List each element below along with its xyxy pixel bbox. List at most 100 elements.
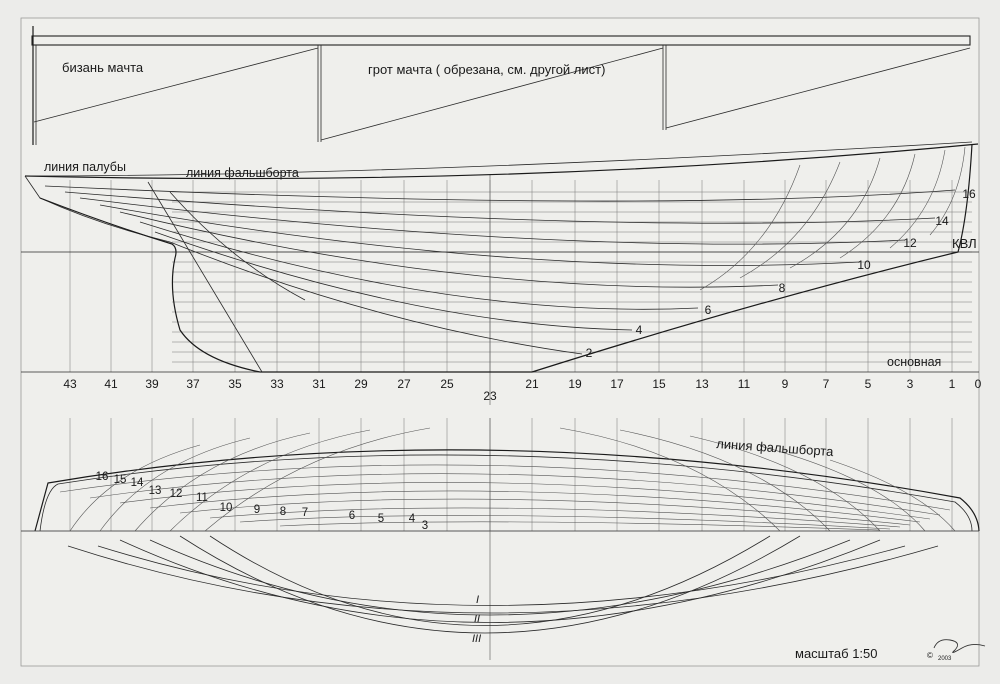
plan-waterline-number: 10 <box>220 502 233 514</box>
station-number: 29 <box>354 377 368 391</box>
station-number: 9 <box>782 377 789 391</box>
station-number: 3 <box>907 377 914 391</box>
plan-waterline-number: 8 <box>280 506 286 518</box>
section-curves <box>699 146 966 291</box>
profile-waterline-number: 2 <box>586 346 593 360</box>
station-number: 41 <box>104 377 118 391</box>
waterline-label: КВЛ <box>952 236 977 251</box>
plan-section <box>204 427 431 532</box>
profile-waterline-number: 14 <box>935 214 949 228</box>
plan-waterline-number: 6 <box>349 510 355 522</box>
plan-section <box>99 437 251 532</box>
signature-mark <box>933 639 986 653</box>
plan-wl <box>119 482 931 520</box>
station-number: 43 <box>63 377 77 391</box>
wl-4 <box>154 231 633 331</box>
section-curve <box>699 164 801 291</box>
profile-waterline-number: 8 <box>779 281 786 295</box>
plan-waterline-number: 5 <box>378 513 384 525</box>
signature-copyright: © <box>927 651 933 660</box>
station-number: 25 <box>440 377 454 391</box>
station-number: 35 <box>228 377 242 391</box>
bulwark-line-label: линия фальшборта <box>186 166 299 180</box>
plan-waterline-number: 13 <box>149 485 162 497</box>
plan-waterline-number: 14 <box>131 477 144 489</box>
diagonal-1 <box>147 181 263 373</box>
signature-year: 2003 <box>938 656 952 662</box>
plan-waterline-number: 3 <box>422 520 428 532</box>
arc-iii-outer <box>179 535 801 634</box>
plan-waterline-number: 11 <box>196 492 208 504</box>
arc-i-outer <box>67 545 939 614</box>
plan-waterline-number: 9 <box>254 504 260 516</box>
mast-section: бизань мачта грот мачта ( обрезана, см. … <box>31 26 971 145</box>
station-number: 19 <box>568 377 582 391</box>
plan-section <box>69 444 201 532</box>
plan-waterline-number: 4 <box>409 513 416 525</box>
section-numeral-iii: III <box>472 633 481 645</box>
section-curve <box>789 157 881 269</box>
wl-2 <box>169 241 583 355</box>
plan-section <box>689 435 881 532</box>
wl-16 <box>44 185 956 202</box>
plan-wl <box>279 521 881 531</box>
plan-wl <box>149 490 921 523</box>
deck-edge-plan <box>39 454 973 532</box>
station-number: 17 <box>610 377 624 391</box>
profile-waterline-number: 10 <box>857 258 871 272</box>
mast-beam <box>31 35 971 46</box>
profile-view: линия палубы линия фальшборта КВЛ основн… <box>21 141 982 405</box>
plan-section <box>169 429 371 532</box>
station-number: 21 <box>525 377 539 391</box>
hull-outline <box>39 143 973 373</box>
plan-waterline-number: 15 <box>114 474 127 486</box>
station-number: 11 <box>738 377 751 391</box>
main-boom <box>320 47 664 141</box>
mizzen-boom <box>33 47 319 123</box>
wl-6 <box>139 221 699 310</box>
station-number: 23 <box>483 389 497 403</box>
plan-waterline-number: 16 <box>96 471 109 483</box>
station-number: 7 <box>823 377 830 391</box>
section-curve <box>739 161 841 279</box>
station-number: 33 <box>270 377 284 391</box>
plan-waterline-number: 7 <box>302 507 308 519</box>
plan-wl <box>239 515 891 530</box>
section-numeral-ii: II <box>474 613 480 625</box>
bulwark-line-plan <box>34 449 980 532</box>
plan-section <box>559 427 781 532</box>
section-curve <box>889 149 946 249</box>
station-number: 27 <box>397 377 411 391</box>
plan-waterline-numbers: 16 15 14 13 12 11 10 9 8 7 6 5 43 <box>96 471 429 532</box>
section-curve <box>929 146 966 236</box>
profile-waterline-number: 4 <box>636 323 643 337</box>
plan-section-curves <box>69 427 956 532</box>
fore-boom <box>665 47 971 129</box>
plan-waterline-curves <box>59 464 951 531</box>
plan-waterline-number: 12 <box>170 488 183 500</box>
wl-8 <box>119 211 779 288</box>
diagonal-2 <box>169 191 306 301</box>
station-number: 0 <box>975 377 982 391</box>
plan-section <box>829 459 956 532</box>
main-mast-label: грот мачта ( обрезана, см. другой лист) <box>368 62 605 77</box>
plan-wl <box>179 498 911 526</box>
plan-section <box>759 445 926 532</box>
baseline-label: основная <box>887 355 941 369</box>
section-numeral-i: I <box>476 594 479 606</box>
plan-wl <box>209 507 901 528</box>
station-number: 1 <box>949 377 956 391</box>
station-number: 37 <box>186 377 200 391</box>
arc-ii-outer <box>119 539 881 623</box>
signature: © 2003 <box>927 639 986 662</box>
waterline-curves <box>44 185 956 355</box>
wl-14 <box>64 191 936 224</box>
plan-wl <box>59 464 951 511</box>
plan-section <box>134 432 311 532</box>
station-number: 31 <box>312 377 326 391</box>
deck-line <box>24 143 979 180</box>
station-number: 39 <box>145 377 159 391</box>
